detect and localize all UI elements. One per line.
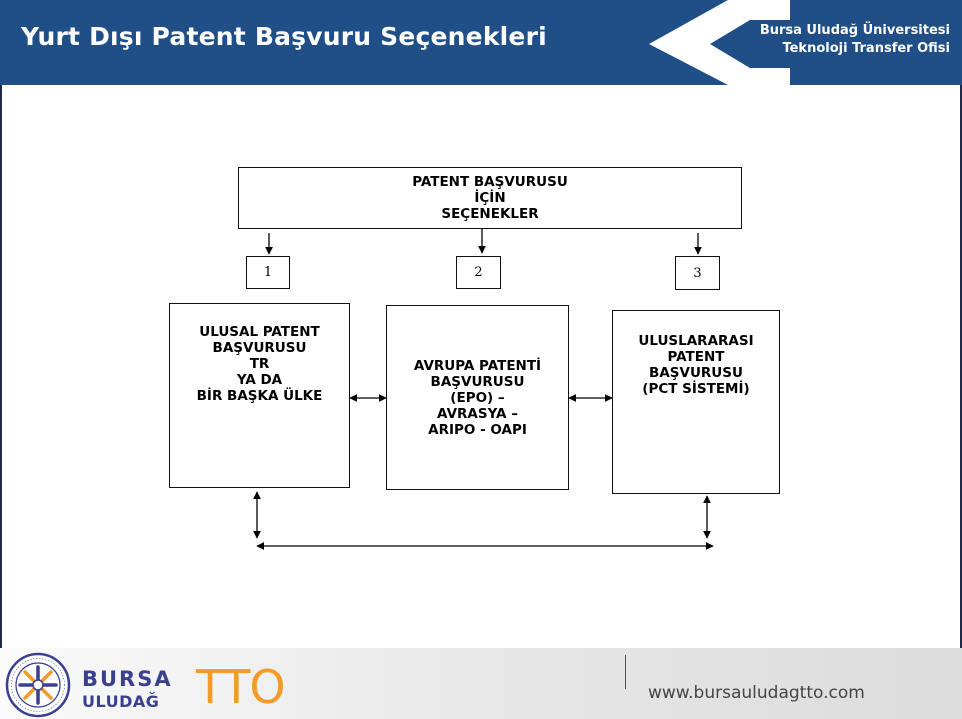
org-line-1: Bursa Uludağ Üniversitesi xyxy=(759,23,950,38)
website-link[interactable]: www.bursauludagtto.com xyxy=(648,683,865,703)
brand-bursa: BURSA xyxy=(82,667,173,691)
national-patent-text: ULUSAL PATENT BAŞVURUSU TR YA DA BİR BAŞ… xyxy=(196,324,323,404)
footer-divider xyxy=(625,655,626,689)
header-bar xyxy=(0,0,962,85)
brand-uludag: ULUDAĞ xyxy=(82,692,160,711)
brand-tto: TTO xyxy=(196,660,286,714)
number-box-1: 1 xyxy=(246,256,290,289)
org-line-2: Teknoloji Transfer Ofisi xyxy=(782,41,950,56)
footer-bar xyxy=(0,648,962,719)
european-patent-box: AVRUPA PATENTİ BAŞVURUSU (EPO) – AVRASYA… xyxy=(386,305,569,490)
international-patent-box: ULUSLARARASI PATENT BAŞVURUSU (PCT SİSTE… xyxy=(612,310,780,494)
options-title-box: PATENT BAŞVURUSU İÇİN SEÇENEKLER xyxy=(238,167,742,229)
number-box-2: 2 xyxy=(456,256,501,289)
options-title-text: PATENT BAŞVURUSU İÇİN SEÇENEKLER xyxy=(412,174,568,222)
chevron-arrow-icon xyxy=(649,0,790,85)
content-frame xyxy=(0,85,962,648)
organization-name: Bursa Uludağ Üniversitesi Teknoloji Tran… xyxy=(760,22,950,58)
diagram-connectors xyxy=(253,228,714,550)
international-patent-text: ULUSLARARASI PATENT BAŞVURUSU (PCT SİSTE… xyxy=(638,333,754,397)
number-box-3: 3 xyxy=(675,256,720,290)
european-patent-text: AVRUPA PATENTİ BAŞVURUSU (EPO) – AVRASYA… xyxy=(413,357,542,438)
page-title: Yurt Dışı Patent Başvuru Seçenekleri xyxy=(21,22,547,51)
national-patent-box: ULUSAL PATENT BAŞVURUSU TR YA DA BİR BAŞ… xyxy=(169,303,350,488)
university-seal-logo xyxy=(5,652,71,718)
